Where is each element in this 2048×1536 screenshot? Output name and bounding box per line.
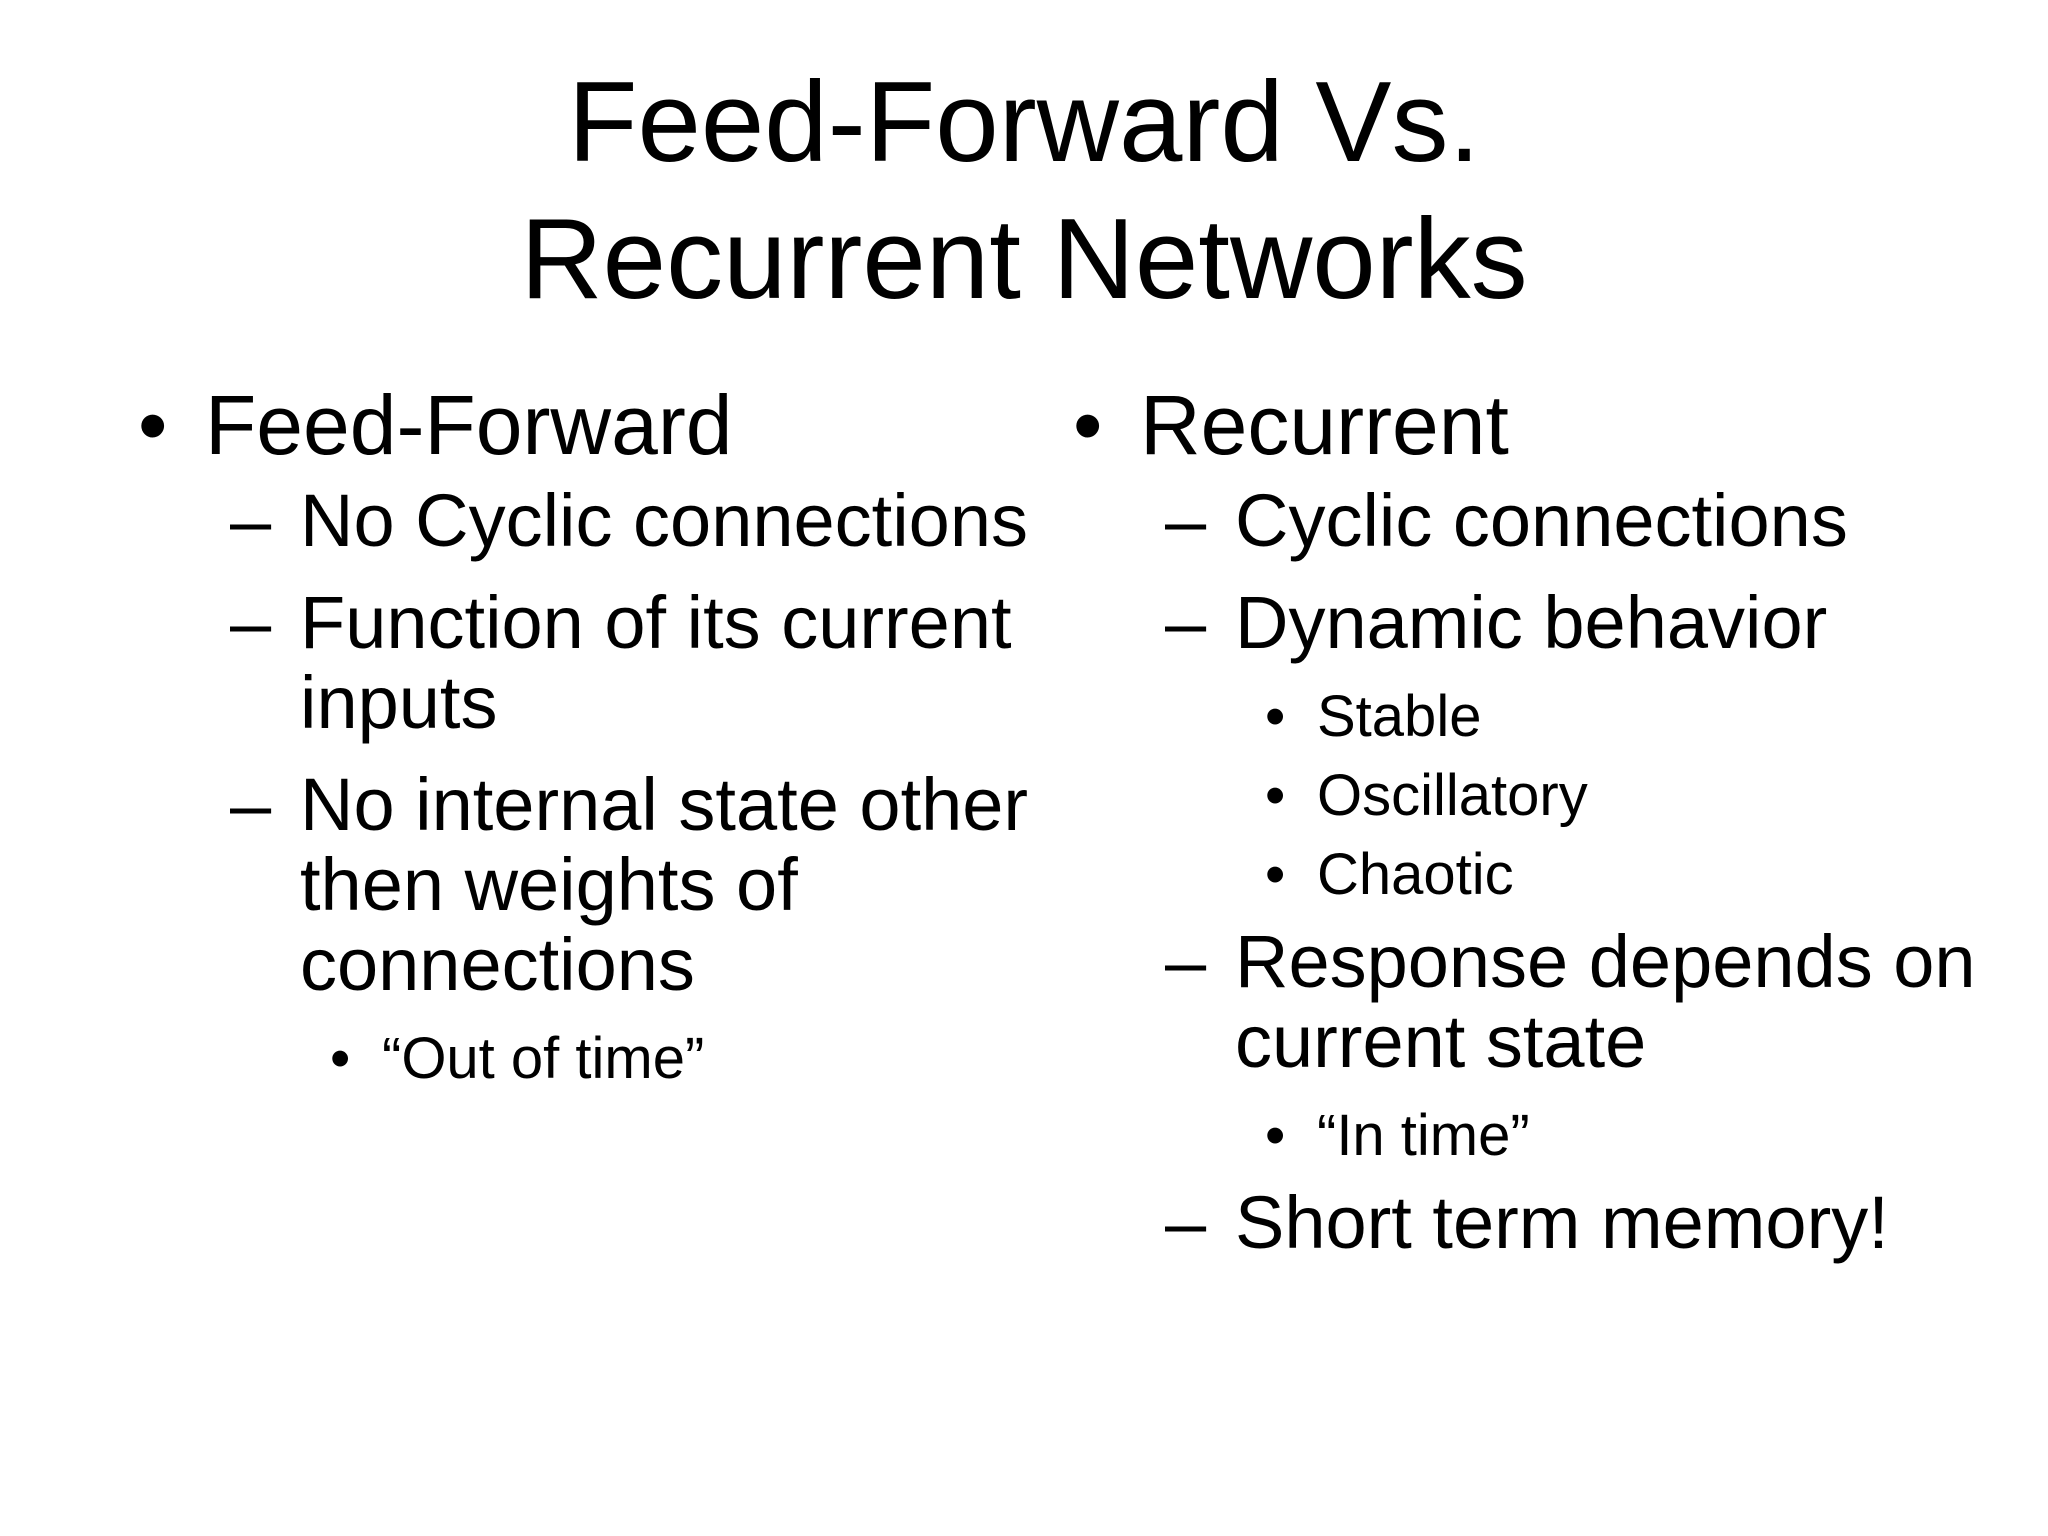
sub-list-item-text: Oscillatory — [1317, 762, 1588, 828]
list-item-text: No Cyclic connections — [300, 478, 1028, 562]
bullet-icon: • — [1265, 1102, 1286, 1168]
sub-list-item-text: “In time” — [1317, 1102, 1530, 1168]
list-item: – No Cyclic connections — [230, 478, 1100, 562]
dash-icon: – — [1165, 919, 1207, 1003]
list-item-text: No internal state other then weights of … — [300, 762, 1029, 1006]
bullet-icon: • — [1265, 762, 1286, 828]
slide-title-line-2: Recurrent Networks — [520, 195, 1528, 323]
bullet-icon: • — [330, 1025, 351, 1091]
bullet-icon: • — [1073, 378, 1103, 472]
list-item-text: Response depends on current state — [1235, 919, 1976, 1083]
bullet-icon: • — [1265, 841, 1286, 907]
heading-label: Feed-Forward — [205, 378, 733, 472]
dash-icon: – — [1165, 580, 1207, 664]
heading-label: Recurrent — [1140, 378, 1509, 472]
list-item-text: Dynamic behavior — [1235, 580, 1828, 664]
sub-list-item-text: Chaotic — [1317, 841, 1514, 907]
bullet-icon: • — [138, 378, 168, 472]
sub-list-item-text: “Out of time” — [382, 1025, 705, 1091]
list-item: – Function of its current inputs — [230, 580, 1100, 744]
list-item: – No internal state other then weights o… — [230, 762, 1100, 1006]
sub-list-item: • “Out of time” — [330, 1027, 1100, 1090]
right-column: • Recurrent – Cyclic connections – Dynam… — [1065, 380, 2035, 1285]
sub-list-item: • Stable — [1265, 685, 2035, 748]
sub-list-item: • Oscillatory — [1265, 764, 2035, 827]
slide-title-line-1: Feed-Forward Vs. — [567, 59, 1481, 186]
sub-list-item-text: Stable — [1317, 683, 1482, 749]
list-item: – Short term memory! — [1165, 1180, 2035, 1264]
list-item-text: Function of its current inputs — [300, 580, 1012, 744]
dash-icon: – — [1165, 478, 1207, 562]
dash-icon: – — [1165, 1180, 1207, 1264]
dash-icon: – — [230, 580, 272, 664]
dash-icon: – — [230, 478, 272, 562]
column-heading-feed-forward: • Feed-Forward — [130, 380, 1100, 471]
list-item-text: Cyclic connections — [1235, 478, 1848, 562]
left-column: • Feed-Forward – No Cyclic connections –… — [130, 380, 1100, 1106]
slide-title: Feed-Forward Vs. Recurrent Networks — [0, 55, 2048, 329]
sub-list-item: • “In time” — [1265, 1104, 2035, 1167]
bullet-icon: • — [1265, 683, 1286, 749]
list-item: – Cyclic connections — [1165, 478, 2035, 562]
list-item: – Response depends on current state — [1165, 919, 2035, 1083]
dash-icon: – — [230, 762, 272, 846]
list-item-text: Short term memory! — [1235, 1180, 1889, 1264]
sub-list-item: • Chaotic — [1265, 843, 2035, 906]
slide-body: • Feed-Forward – No Cyclic connections –… — [0, 380, 2048, 1536]
column-heading-recurrent: • Recurrent — [1065, 380, 2035, 471]
list-item: – Dynamic behavior — [1165, 580, 2035, 664]
